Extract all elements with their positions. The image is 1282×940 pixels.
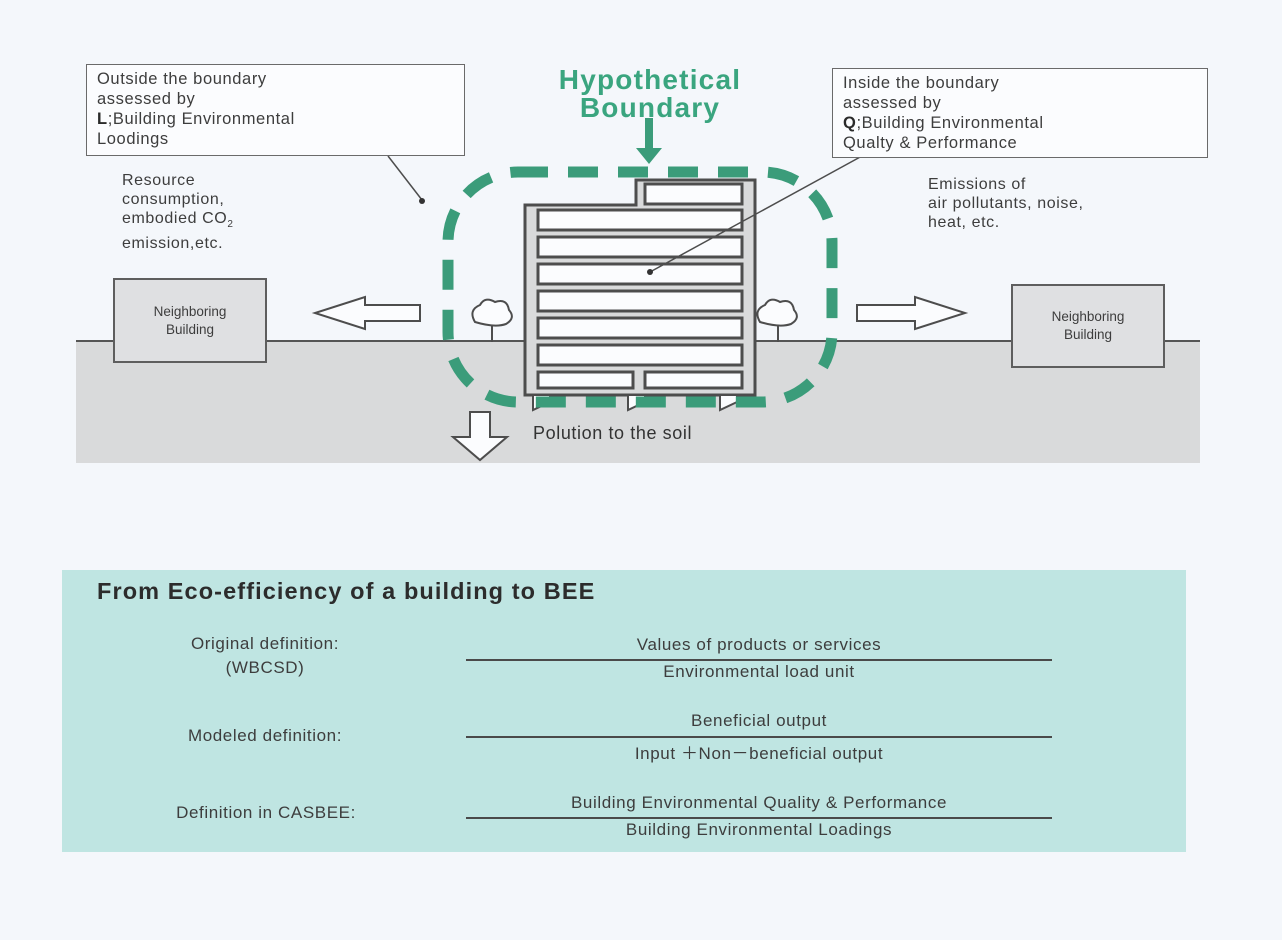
outside-leader [387,155,423,201]
pile-3 [719,394,738,412]
floor-5 [536,316,744,340]
casbee-fraction-line [466,817,1052,819]
original-definition-line2: (WBCSD) [225,658,305,677]
modeled-definition-label: Modeled definition: [187,726,343,745]
inside-callout-line4: Qualty & Performance [843,134,1018,152]
neighboring-building-left: Neighboring Building [113,278,267,363]
resource-consumption-text: Resource consumption, embodied CO2 emiss… [122,171,234,253]
diagram-title-text: Hypothetical Boundary [558,64,742,123]
inside-boundary-callout: Inside the boundary assessed by Q;Buildi… [832,68,1208,158]
original-definition-line1: Original definition: [190,634,340,653]
inside-leader [649,155,863,273]
tree-left [471,298,513,342]
neighbor-left-line1: Neighboring [153,303,227,319]
modeled-denominator: Input ＋Non－beneficial output [634,744,884,763]
emissions-line1: Emissions of [928,176,1026,193]
floor-2 [536,235,744,259]
original-fraction-line [466,659,1052,661]
resource-line1: Resource [122,172,196,189]
eco-panel-title: From Eco-efficiency of a building to BEE [97,578,596,604]
inside-callout-line3-text: ;Building Environmental [856,114,1044,132]
emissions-line3: heat, etc. [928,214,1000,231]
inside-callout-line1: Inside the boundary [843,74,1000,92]
resource-line4: emission,etc. [122,235,224,253]
outside-callout-line1: Outside the boundary [97,70,267,88]
floor-3 [536,262,744,286]
tree-right [756,298,798,342]
building [523,178,757,412]
neighbor-left-line2: Building [165,321,215,337]
resource-line3: embodied CO2 [122,209,234,234]
outside-leader-dot [419,198,425,204]
soil-arrow [450,411,510,462]
neighboring-building-right: Neighboring Building [1011,284,1165,368]
right-arrow [856,295,969,331]
outside-callout-letter: L [97,110,108,128]
outside-callout-line2: assessed by [97,90,196,108]
inside-callout-letter: Q [843,114,857,132]
soil-pollution-label: Polution to the soil [533,423,693,443]
inside-leader-dot [647,269,653,275]
inside-callout-line2: assessed by [843,94,942,112]
outside-callout-line3: L;Building Environmental [97,109,454,129]
emissions-text: Emissions of air pollutants, noise, heat… [928,175,1084,232]
original-definition-label: Original definition: (WBCSD) [120,634,410,678]
modeled-fraction-line [466,736,1052,738]
floor-bottom-left [536,370,635,390]
hypothetical-boundary [442,166,838,408]
resource-line2: consumption, [122,191,225,208]
diagram-title: Hypothetical Boundary [490,66,810,122]
floor-6 [536,343,744,367]
casbee-numerator: Building Environmental Quality & Perform… [570,793,947,812]
outside-boundary-callout: Outside the boundary assessed by L;Build… [86,64,465,156]
floor-bottom-right [643,370,744,390]
original-denominator: Environmental load unit [663,662,855,681]
resource-line3-text: embodied CO [122,210,228,227]
outside-callout-line3-text: ;Building Environmental [107,110,295,128]
eco-efficiency-panel [62,570,1186,852]
resource-line3-sub: 2 [227,219,234,231]
casbee-denominator: Building Environmental Loadings [625,820,893,839]
neighbor-right-line1: Neighboring [1051,309,1125,324]
neighbor-right-line2: Building [1063,327,1113,342]
floor-4 [536,289,744,313]
inside-callout-line3: Q;Building Environmental [843,113,1197,133]
outside-callout-line4: Loodings [97,130,169,148]
original-numerator: Values of products or services [636,635,882,654]
modeled-numerator: Beneficial output [691,711,827,730]
boundary-pointer-arrow [636,118,662,164]
emissions-line2: air pollutants, noise, [928,195,1084,212]
floor-top [643,182,744,206]
floor-1 [536,208,744,232]
left-arrow [311,295,421,331]
casbee-definition-label: Definition in CASBEE: [176,803,356,822]
